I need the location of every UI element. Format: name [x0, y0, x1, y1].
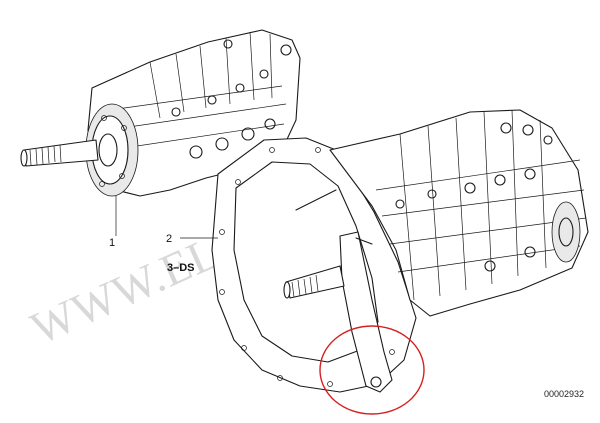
drawing-number: 00002932 — [544, 389, 584, 399]
gearbox-assembly-2[interactable] — [211, 109, 589, 393]
callout-2: 2 — [166, 233, 172, 245]
leader-lines — [115, 196, 218, 239]
callout-3-ds: 3–DS — [167, 262, 195, 274]
callout-1: 1 — [109, 237, 115, 249]
highlight-circle — [319, 325, 425, 415]
